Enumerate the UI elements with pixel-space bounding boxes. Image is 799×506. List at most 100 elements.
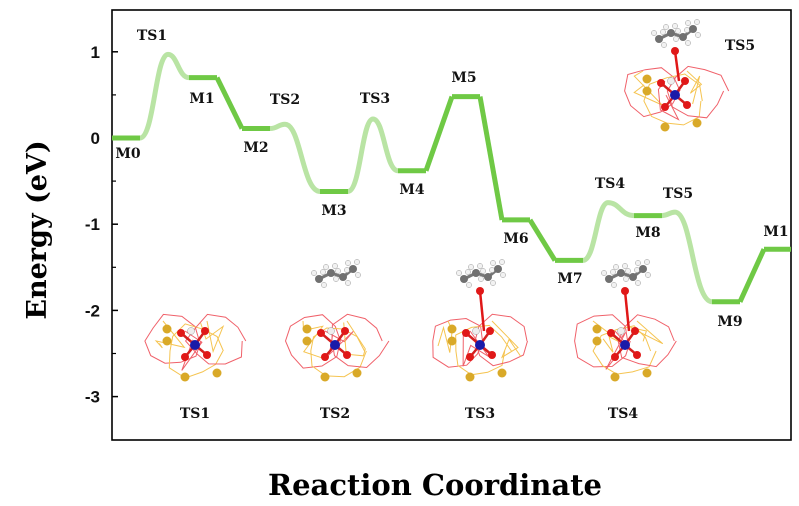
- oxygen-atom: [631, 327, 639, 335]
- y-axis-title: Energy (eV): [22, 140, 53, 319]
- hydrogen-atom: [489, 267, 495, 273]
- hydrogen-atom: [635, 260, 641, 266]
- oxygen-atom: [681, 77, 689, 85]
- si-atom: [320, 372, 330, 382]
- framework-ring: [666, 65, 730, 119]
- carbon-atom: [655, 35, 663, 43]
- framework-ring: [284, 314, 341, 369]
- hydrogen-atom: [472, 327, 480, 335]
- hydrogen-atom: [634, 267, 640, 273]
- oxygen-atom: [177, 329, 185, 337]
- si-atom: [642, 368, 652, 378]
- hydrogen-atom: [321, 282, 327, 288]
- state-label-m1: M1: [763, 224, 788, 240]
- hydrogen-atom: [611, 282, 617, 288]
- y-tick-label: 0: [91, 129, 100, 148]
- hydrogen-atom: [661, 42, 667, 48]
- hydrogen-atom: [672, 23, 678, 29]
- hydrogen-atom: [660, 29, 666, 35]
- metal-atom: [190, 340, 200, 350]
- metal-atom: [330, 340, 340, 350]
- carbon-atom: [617, 269, 625, 277]
- hydrogen-atom: [465, 269, 471, 275]
- hydrogen-atom: [644, 259, 650, 265]
- si-atom: [162, 336, 172, 346]
- structure-inset-ts2: TS2: [284, 259, 390, 422]
- bond: [623, 290, 631, 332]
- hydrogen-atom: [651, 30, 657, 36]
- hydrogen-atom: [478, 276, 484, 282]
- carbon-atom: [349, 265, 357, 273]
- oxygen-atom: [683, 101, 691, 109]
- structure-inset-ts4: TS4: [574, 259, 677, 422]
- y-tick-label: -1: [85, 215, 100, 234]
- inset-label-ts1: TS1: [180, 406, 210, 422]
- hydrogen-atom: [456, 270, 462, 276]
- framework-ring: [643, 73, 703, 126]
- bond: [478, 290, 486, 332]
- hydrogen-atom: [675, 28, 681, 34]
- oxygen-atom: [486, 327, 494, 335]
- si-atom: [302, 336, 312, 346]
- oxygen-atom: [476, 287, 484, 295]
- carbon-atom: [629, 273, 637, 281]
- metal-atom: [670, 90, 680, 100]
- state-label-m0: M0: [115, 146, 140, 162]
- state-label-m1: M1: [189, 91, 214, 107]
- framework-bond: [686, 70, 703, 105]
- oxygen-atom: [203, 351, 211, 359]
- hydrogen-atom: [466, 282, 472, 288]
- transition-curve-ts5: [661, 209, 713, 305]
- si-atom: [180, 372, 190, 382]
- si-atom: [642, 74, 652, 84]
- hydrogen-atom: [645, 272, 651, 278]
- connector-m4-m5: [423, 95, 455, 172]
- state-label-m2: M2: [243, 140, 268, 156]
- hydrogen-atom: [345, 280, 351, 286]
- oxygen-atom: [657, 79, 665, 87]
- hydrogen-atom: [685, 20, 691, 26]
- x-axis-title: Reaction Coordinate: [268, 468, 602, 502]
- oxygen-atom: [633, 351, 641, 359]
- state-label-m4: M4: [399, 182, 424, 198]
- oxygen-atom: [611, 353, 619, 361]
- framework-bond: [154, 320, 186, 349]
- state-label-m3: M3: [321, 203, 346, 219]
- state-label-m9: M9: [717, 314, 742, 330]
- hydrogen-atom: [684, 27, 690, 33]
- structure-insets: TS1 TS2 TS3 TS4 TS5: [144, 19, 755, 422]
- si-atom: [212, 368, 222, 378]
- bond: [673, 50, 681, 82]
- transition-curve-ts3: [346, 116, 400, 194]
- inset-label-ts5: TS5: [725, 38, 755, 54]
- carbon-atom: [339, 273, 347, 281]
- si-atom: [642, 86, 652, 96]
- oxygen-atom: [343, 351, 351, 359]
- hydrogen-atom: [490, 280, 496, 286]
- hydrogen-atom: [468, 264, 474, 270]
- state-label-m6: M6: [503, 231, 528, 247]
- carbon-atom: [460, 275, 468, 283]
- connector-m6-m7: [527, 218, 558, 262]
- structure-inset-ts5: TS5: [624, 19, 755, 132]
- y-tick-label: -2: [85, 301, 100, 320]
- inset-label-ts3: TS3: [465, 406, 495, 422]
- si-atom: [302, 324, 312, 334]
- state-label-ts5: TS5: [663, 186, 693, 202]
- si-atom: [352, 368, 362, 378]
- framework-bond: [343, 320, 366, 357]
- inset-label-ts2: TS2: [320, 406, 350, 422]
- state-label-ts1: TS1: [137, 28, 167, 44]
- carbon-atom: [484, 273, 492, 281]
- oxygen-atom: [661, 103, 669, 111]
- metal-atom: [620, 340, 630, 350]
- oxygen-atom: [181, 353, 189, 361]
- inset-label-ts4: TS4: [608, 406, 639, 422]
- framework-bond: [200, 320, 225, 354]
- carbon-atom: [639, 265, 647, 273]
- hydrogen-atom: [667, 77, 675, 85]
- hydrogen-atom: [327, 327, 335, 335]
- hydrogen-atom: [499, 259, 505, 265]
- oxygen-atom: [321, 353, 329, 361]
